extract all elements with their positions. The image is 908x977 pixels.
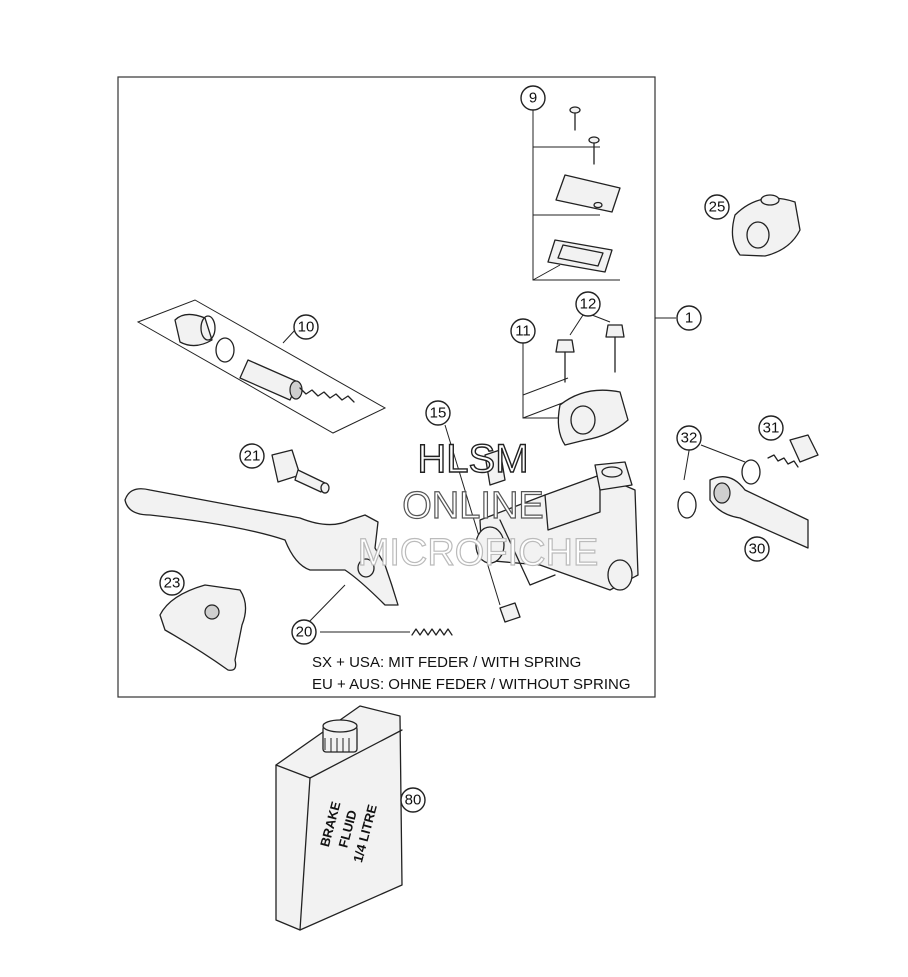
part-25-clamp xyxy=(731,194,801,257)
callout-12-label: 12 xyxy=(580,296,597,313)
watermark-line2: ONLINE xyxy=(402,485,543,527)
callout-30-label: 30 xyxy=(749,541,766,558)
part-9-reservoir-cover xyxy=(532,106,621,281)
callout-80: 80 xyxy=(400,787,426,813)
callout-9-label: 9 xyxy=(529,90,537,107)
callout-32-label: 32 xyxy=(681,430,698,447)
callout-32: 32 xyxy=(676,425,702,451)
part-11-12-clamp-bolts xyxy=(522,314,629,446)
callout-80-label: 80 xyxy=(405,792,422,809)
part-21-adjuster xyxy=(271,449,330,494)
callout-1: 1 xyxy=(676,305,702,331)
part-23-lever-cover xyxy=(159,584,247,671)
callout-1-label: 1 xyxy=(685,310,693,327)
callout-23-label: 23 xyxy=(164,575,181,592)
callout-20-label: 20 xyxy=(296,624,313,641)
watermark-line3: MICROFICHE xyxy=(358,532,599,574)
part-80-brake-fluid-bottle: BRAKE FLUID 1/4 LITRE xyxy=(275,705,403,931)
callout-21: 21 xyxy=(239,443,265,469)
part-10-piston-kit xyxy=(136,299,387,434)
assembly-frame xyxy=(117,76,656,698)
callout-11-label: 11 xyxy=(515,323,531,340)
callout-30: 30 xyxy=(744,536,770,562)
callout-25-label: 25 xyxy=(709,199,726,216)
callout-31-label: 31 xyxy=(763,420,780,437)
callout-10: 10 xyxy=(293,314,319,340)
callout-23: 23 xyxy=(159,570,185,596)
callout-20: 20 xyxy=(291,619,317,645)
parts-30-31-32-hose xyxy=(677,434,819,549)
callout-21-label: 21 xyxy=(244,448,261,465)
note-without-spring: EU + AUS: OHNE FEDER / WITHOUT SPRING xyxy=(312,676,631,693)
callout-31: 31 xyxy=(758,415,784,441)
brake-lever xyxy=(124,488,453,636)
watermark-line1: HLSM xyxy=(417,437,528,481)
note-with-spring: SX + USA: MIT FEDER / WITH SPRING xyxy=(312,654,581,671)
callout-9: 9 xyxy=(520,85,546,111)
callout-15-label: 15 xyxy=(430,405,447,422)
callout-11: 11 xyxy=(510,318,536,344)
callout-25: 25 xyxy=(704,194,730,220)
callout-12: 12 xyxy=(575,291,601,317)
master-cylinder-body xyxy=(444,424,639,623)
callout-15: 15 xyxy=(425,400,451,426)
callout-10-label: 10 xyxy=(298,319,315,336)
